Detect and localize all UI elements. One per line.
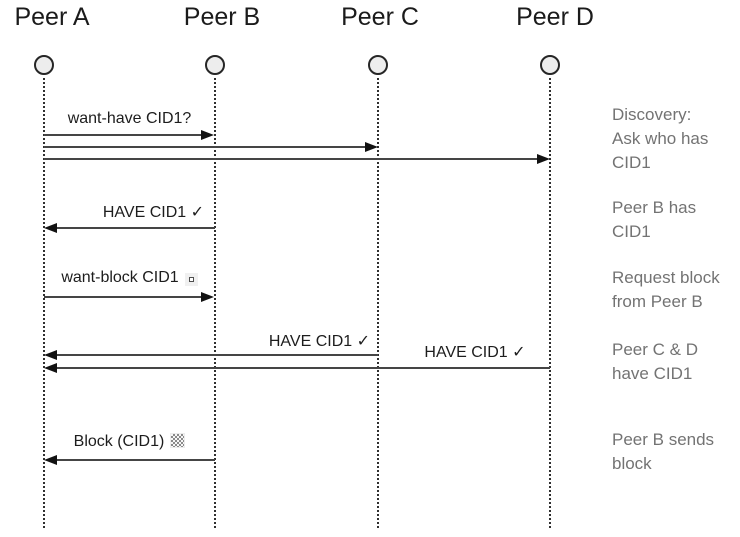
peer-d-node-icon: [540, 55, 560, 75]
message-text: want-block CID1: [61, 269, 179, 286]
message-label-have-c: HAVE CID1 ✓: [210, 331, 370, 351]
peer-b-label: Peer B: [183, 3, 261, 31]
message-text: HAVE CID1 ✓: [268, 333, 370, 350]
peer-c-lifeline: [377, 78, 379, 528]
peer-d-label: Peer D: [516, 3, 594, 31]
arrowhead-right-icon: [201, 130, 214, 140]
arrowhead-left-icon: [44, 363, 57, 373]
arrowhead-right-icon: [201, 292, 214, 302]
peer-c-label: Peer C: [341, 3, 419, 31]
message-line-a-to-c: [44, 146, 365, 148]
annotation-peer-b-has: Peer B has CID1: [612, 198, 697, 241]
annotation-c-d-have: Peer C & D have CID1: [612, 340, 698, 383]
peer-a-label: Peer A: [14, 3, 90, 31]
peer-b-lifeline: [214, 78, 216, 528]
message-line-b-to-a: [57, 459, 215, 461]
peer-b-node-icon: [205, 55, 225, 75]
annotation-discovery: Discovery: Ask who has CID1: [612, 105, 709, 172]
message-line-c-to-a: [57, 354, 378, 356]
message-label-want-block: want-block CID1: [44, 269, 215, 287]
message-line-a-to-b: [44, 134, 202, 136]
annotation-request-block: Request block from Peer B: [612, 268, 720, 311]
white-small-square-icon: [184, 273, 198, 286]
peer-c-node-icon: [368, 55, 388, 75]
message-line-d-to-a: [57, 367, 550, 369]
peer-a-lifeline: [43, 78, 45, 528]
message-text: HAVE CID1 ✓: [424, 344, 526, 361]
message-label-have-b: HAVE CID1 ✓: [44, 202, 204, 222]
message-line-a-to-b: [44, 296, 202, 298]
peer-a-node-icon: [34, 55, 54, 75]
message-text: want-have CID1?: [67, 110, 192, 127]
checkered-block-icon: [170, 433, 186, 448]
arrowhead-right-icon: [537, 154, 550, 164]
message-line-b-to-a: [57, 227, 215, 229]
message-text: Block (CID1): [73, 433, 165, 450]
peer-d-lifeline: [549, 78, 551, 528]
message-label-block: Block (CID1): [44, 433, 215, 451]
arrowhead-right-icon: [365, 142, 378, 152]
message-line-a-to-d: [44, 158, 537, 160]
message-text: HAVE CID1 ✓: [102, 204, 204, 221]
annotation-b-sends: Peer B sends block: [612, 430, 715, 473]
message-label-have-d: HAVE CID1 ✓: [395, 342, 555, 362]
arrowhead-left-icon: [44, 455, 57, 465]
message-label-want-have: want-have CID1?: [44, 110, 215, 128]
arrowhead-left-icon: [44, 350, 57, 360]
arrowhead-left-icon: [44, 223, 57, 233]
